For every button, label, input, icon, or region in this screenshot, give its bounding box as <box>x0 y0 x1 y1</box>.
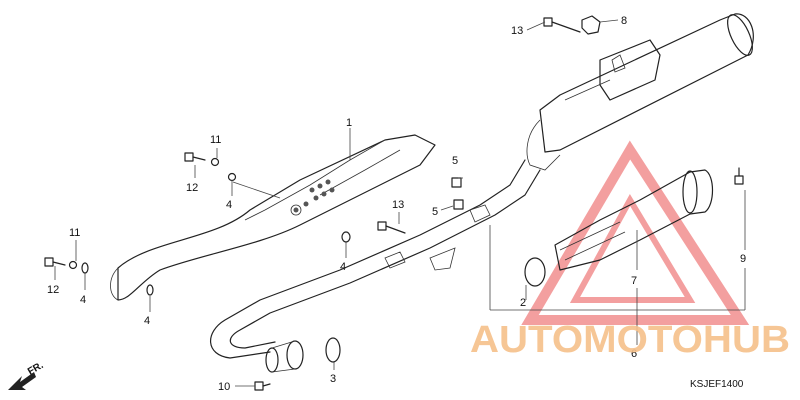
callout-4d: 4 <box>340 261 346 273</box>
callout-1: 1 <box>346 117 352 129</box>
watermark-text: AUTOMOTOHUB <box>470 319 790 361</box>
heat-shield <box>110 134 436 301</box>
callout-4b: 4 <box>80 294 86 306</box>
callout-3: 3 <box>330 373 336 385</box>
pipe-flange <box>265 340 304 373</box>
leader-lines <box>54 19 746 387</box>
callout-13b: 13 <box>392 199 404 211</box>
callout-12b: 12 <box>47 284 59 296</box>
muffler <box>526 13 754 171</box>
callout-13a: 13 <box>511 25 523 37</box>
front-arrow-icon <box>8 372 36 390</box>
callout-5a: 5 <box>452 155 458 167</box>
watermark-triangle <box>521 140 750 325</box>
callout-2: 2 <box>520 297 526 309</box>
callout-4a: 4 <box>226 199 232 211</box>
callout-4c: 4 <box>144 315 150 327</box>
drawing-code: KSJEF1400 <box>690 379 744 390</box>
callout-11b: 11 <box>69 227 80 239</box>
front-indicator: FR. <box>8 360 46 390</box>
callout-6: 6 <box>631 348 637 360</box>
hardware <box>44 15 744 391</box>
callout-11a: 11 <box>210 134 221 146</box>
seal-ring <box>524 257 546 287</box>
spark-arrester <box>554 169 714 271</box>
callout-10: 10 <box>218 381 230 393</box>
exhaust-pipe <box>210 159 541 359</box>
callout-8: 8 <box>621 15 627 27</box>
watermark-brand: AUTOMOTOHUB <box>470 319 790 361</box>
front-label: FR. <box>26 360 46 378</box>
gasket <box>325 337 341 363</box>
callout-9: 9 <box>740 253 746 265</box>
callout-12a: 12 <box>186 182 198 194</box>
callouts: 1 11 12 4 11 12 4 4 4 13 5 5 13 8 9 2 7 … <box>47 15 746 393</box>
callout-5b: 5 <box>432 206 438 218</box>
callout-7: 7 <box>631 275 637 287</box>
